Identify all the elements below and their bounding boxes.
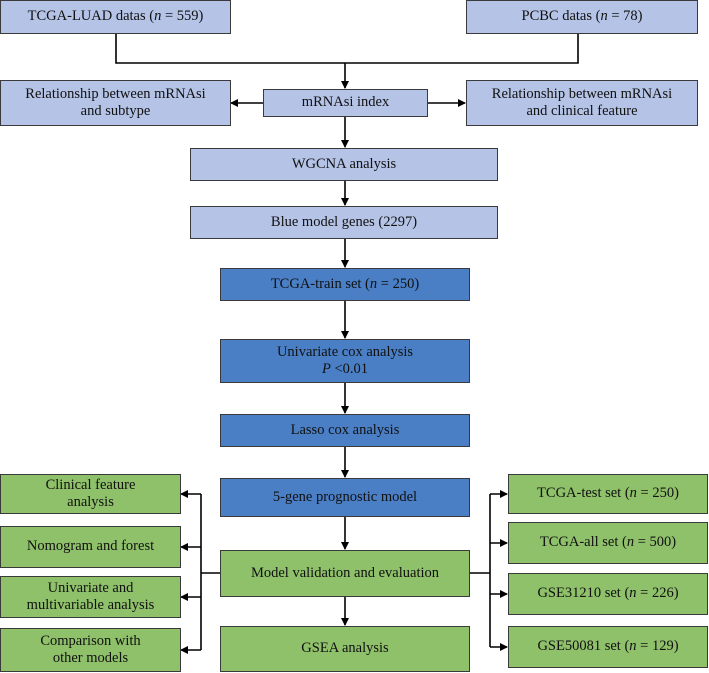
tcga-test-set-box: TCGA-test set (n = 250) — [508, 474, 708, 514]
right-output-3-count: = 226) — [636, 585, 679, 602]
train-set-prefix: TCGA-train set ( — [270, 275, 370, 292]
p-value-threshold: <0.01 — [330, 361, 369, 377]
mrnasi-index-label: mRNAsi index — [301, 94, 390, 111]
right-output-1-prefix: TCGA-test set ( — [537, 485, 630, 502]
right-output-4-prefix: GSE50081 set ( — [537, 638, 630, 655]
gse50081-set-box: GSE50081 set (n = 129) — [508, 626, 708, 668]
left-output-3-line1: Univariate and — [47, 579, 134, 596]
relationship-clinical-line1: Relationship between mRNAsi — [491, 85, 673, 102]
right-output-3-n: n — [629, 585, 637, 602]
mrnasi-index-box: mRNAsi index — [263, 89, 428, 117]
pcbc-count: = 78) — [607, 8, 643, 25]
p-value-symbol: P — [321, 361, 331, 377]
pcbc-prefix: PCBC datas ( — [521, 8, 601, 25]
left-output-1-line1: Clinical feature — [45, 476, 136, 493]
prognostic-model-box: 5-gene prognostic model — [220, 478, 470, 517]
relationship-clinical-line2: and clinical feature — [526, 103, 638, 119]
gsea-label: GSEA analysis — [301, 640, 389, 657]
left-output-1-line2: analysis — [67, 494, 114, 510]
tcga-luad-n: n — [154, 8, 162, 25]
tcga-luad-source-box: TCGA-LUAD datas (n = 559) — [0, 0, 231, 34]
left-output-4-line1: Comparison with — [40, 632, 141, 649]
tcga-all-set-box: TCGA-all set (n = 500) — [508, 522, 708, 564]
train-set-count: = 250) — [377, 275, 420, 292]
train-set-n: n — [369, 275, 378, 292]
right-output-4-count: = 129) — [636, 638, 679, 655]
lasso-label: Lasso cox analysis — [290, 421, 400, 438]
blue-module-label: Blue model genes (2297) — [270, 213, 418, 230]
right-output-3-prefix: GSE31210 set ( — [537, 585, 630, 602]
tcga-luad-count: = 559) — [161, 8, 204, 25]
relationship-subtype-line1: Relationship between mRNAsi — [25, 85, 206, 102]
left-output-4-line2: other models — [52, 650, 129, 666]
blue-module-box: Blue model genes (2297) — [190, 206, 498, 239]
right-output-1-count: = 250) — [636, 485, 679, 502]
nomogram-forest-box: Nomogram and forest — [0, 526, 181, 568]
right-output-2-count: = 500) — [634, 534, 677, 551]
univariate-cox-label: Univariate cox analysis — [276, 343, 414, 360]
relationship-subtype-line2: and subtype — [80, 103, 151, 119]
right-output-2-n: n — [626, 534, 635, 551]
train-set-box: TCGA-train set (n = 250) — [220, 268, 470, 301]
right-output-4-n: n — [629, 638, 637, 655]
relationship-clinical-box: Relationship between mRNAsi and clinical… — [466, 80, 698, 126]
tcga-luad-connector — [115, 34, 345, 64]
relationship-subtype-box: Relationship between mRNAsi and subtype — [0, 80, 231, 126]
wgcna-label: WGCNA analysis — [291, 155, 397, 172]
lasso-box: Lasso cox analysis — [220, 414, 470, 447]
univariate-cox-box: Univariate cox analysis P <0.01 — [220, 339, 470, 383]
clinical-feature-analysis-box: Clinical feature analysis — [0, 474, 181, 514]
validation-box: Model validation and evaluation — [220, 550, 470, 597]
comparison-models-box: Comparison with other models — [0, 628, 181, 672]
pcbc-connector — [345, 34, 579, 64]
gse31210-set-box: GSE31210 set (n = 226) — [508, 573, 708, 615]
wgcna-box: WGCNA analysis — [190, 148, 498, 181]
pcbc-source-box: PCBC datas (n = 78) — [466, 0, 698, 34]
left-output-2-line1: Nomogram and forest — [26, 538, 155, 555]
gsea-box: GSEA analysis — [220, 626, 470, 672]
prognostic-model-label: 5-gene prognostic model — [272, 488, 418, 505]
pcbc-n: n — [600, 8, 608, 25]
validation-label: Model validation and evaluation — [250, 564, 440, 581]
right-output-1-n: n — [629, 485, 637, 502]
univariate-multivariable-box: Univariate and multivariable analysis — [0, 576, 181, 618]
left-output-3-line2: multivariable analysis — [26, 597, 155, 613]
right-output-2-prefix: TCGA-all set ( — [539, 534, 627, 551]
tcga-luad-prefix: TCGA-LUAD datas ( — [27, 8, 155, 25]
